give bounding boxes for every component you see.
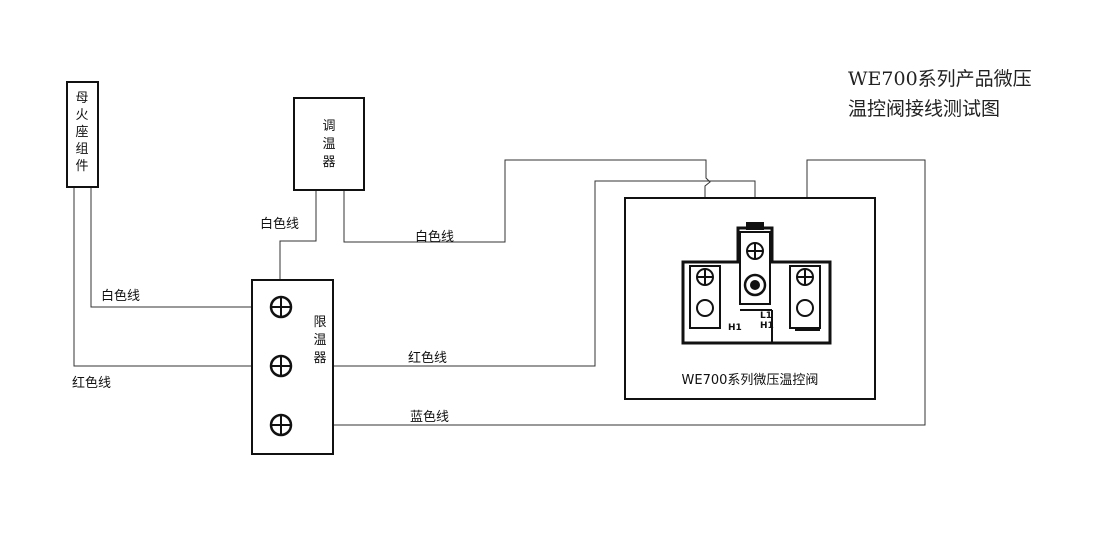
- valve-terminal-center: [746, 242, 764, 260]
- socket-label-4: 组: [75, 142, 88, 157]
- limiter-component: 限 温 器: [251, 279, 334, 455]
- diagram-title-line2: 温控阀接线测试图: [848, 98, 1000, 120]
- thermostat-label-1: 调: [322, 119, 335, 134]
- limiter-terminal-2: [269, 354, 293, 378]
- socket-component: 母 火 座 组 件: [66, 81, 99, 188]
- valve-mark-1: H1: [728, 323, 742, 333]
- limiter-label-2: 温: [313, 333, 326, 348]
- wire-socket-red: [73, 187, 281, 367]
- limiter-label-3: 器: [313, 351, 326, 366]
- valve-component: H1 H1 L1 WE700系列微压温控阀: [624, 197, 876, 400]
- wire-thermostat-valve: [343, 159, 711, 275]
- valve-body: H1 H1 L1: [681, 222, 832, 345]
- socket-label-2: 火: [75, 108, 88, 123]
- wire-label-thermostat-limiter: 白色线: [260, 216, 299, 232]
- socket-label-1: 母: [75, 91, 88, 106]
- wire-label-limiter-valve-blue: 蓝色线: [410, 409, 449, 425]
- limiter-label-1: 限: [313, 315, 326, 330]
- valve-mark-2: H1: [760, 321, 774, 331]
- wire-label-socket-white: 白色线: [101, 288, 140, 304]
- valve-terminal-right: [796, 268, 814, 286]
- wire-socket-white: [90, 187, 281, 308]
- thermostat-component: 调 温 器: [293, 97, 365, 191]
- socket-label-3: 座: [75, 125, 88, 140]
- thermostat-label-3: 器: [322, 155, 335, 170]
- wire-label-socket-red: 红色线: [72, 375, 111, 391]
- socket-box: [66, 81, 99, 188]
- valve-label: WE700系列微压温控阀: [682, 373, 819, 388]
- limiter-box: [251, 279, 334, 455]
- wire-label-limiter-valve-red: 红色线: [408, 350, 447, 366]
- thermostat-box: [293, 97, 365, 191]
- socket-label-5: 件: [75, 159, 88, 174]
- thermostat-label-2: 温: [322, 137, 335, 152]
- diagram-title-line1: WE700系列产品微压: [848, 68, 1032, 90]
- valve-terminal-left: [696, 268, 714, 286]
- wire-label-thermostat-valve: 白色线: [415, 229, 454, 245]
- valve-mark-3: L1: [760, 311, 772, 321]
- limiter-terminal-3: [269, 413, 293, 437]
- wire-thermostat-limiter: [279, 190, 317, 280]
- limiter-terminal-1: [269, 295, 293, 319]
